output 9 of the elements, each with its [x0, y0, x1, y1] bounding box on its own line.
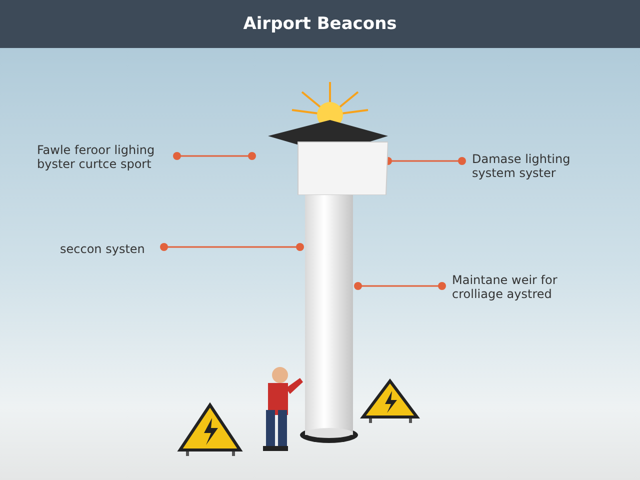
callout-label: Damase lighting system syster	[472, 152, 592, 180]
title: Airport Beacons	[242, 14, 398, 34]
leader-line	[160, 243, 304, 251]
leader-line	[173, 152, 256, 160]
callout-label: Maintane weir for crolliage aystred	[452, 273, 592, 301]
callout-label: seccon systen	[60, 242, 160, 256]
callout-label: Fawle feroor lighing byster curtce sport	[37, 143, 173, 171]
leader-line	[354, 282, 446, 290]
pole-drawing	[300, 195, 358, 443]
